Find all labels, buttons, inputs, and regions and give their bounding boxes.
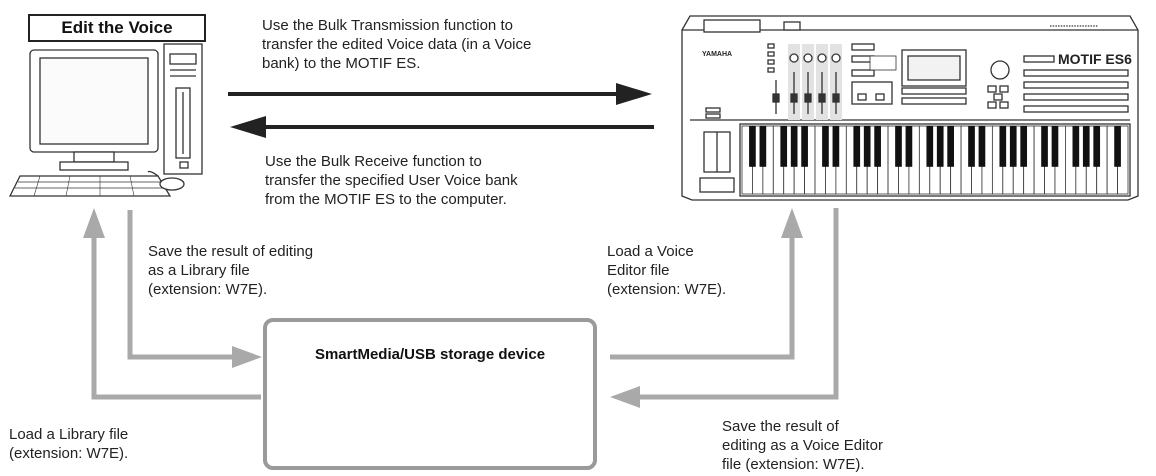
black-key — [895, 126, 902, 167]
black-key — [1020, 126, 1028, 167]
black-key — [863, 126, 871, 167]
svg-text:MOTIF ES6: MOTIF ES6 — [1058, 51, 1132, 67]
black-key — [968, 126, 975, 167]
arrow-bulk-transmission — [228, 83, 652, 105]
black-key — [1009, 126, 1017, 167]
arrow-load-library — [91, 236, 261, 400]
load-editor-label: Load a Voice Editor file (extension: W7E… — [607, 243, 727, 298]
storage-device-title: SmartMedia/USB storage device — [314, 346, 546, 363]
black-key — [947, 126, 954, 167]
black-key — [1082, 126, 1090, 167]
black-key — [1093, 126, 1101, 167]
arrow-save-library — [127, 210, 234, 360]
black-key — [926, 126, 934, 167]
bulk-receive-label: Use the Bulk Receive function to transfe… — [265, 153, 518, 208]
black-key — [790, 126, 798, 167]
storage-device-box: SmartMedia/USB storage device — [263, 318, 597, 470]
black-key — [1041, 126, 1048, 167]
black-key — [822, 126, 829, 167]
black-key — [832, 126, 840, 167]
computer-icon — [8, 43, 203, 197]
black-key — [978, 126, 986, 167]
keyboard-keys — [741, 125, 1129, 195]
black-key — [999, 126, 1007, 167]
black-key — [1072, 126, 1080, 167]
arrow-save-editor — [638, 208, 839, 400]
black-key — [801, 126, 808, 167]
load-library-label: Load a Library file (extension: W7E). — [9, 426, 129, 462]
black-key — [1051, 126, 1059, 167]
black-key — [780, 126, 788, 167]
black-key — [759, 126, 767, 167]
edit-voice-title: Edit the Voice — [28, 14, 206, 42]
black-key — [853, 126, 861, 167]
arrow-load-editor — [610, 236, 795, 360]
black-key — [905, 126, 913, 167]
black-key — [874, 126, 881, 167]
arrow-bulk-receive — [230, 116, 654, 138]
black-key — [936, 126, 944, 167]
bulk-transmission-label: Use the Bulk Transmission function to tr… — [262, 17, 532, 72]
save-editor-label: Save the result of editing as a Voice Ed… — [722, 418, 883, 473]
svg-text:YAMAHA: YAMAHA — [702, 51, 732, 58]
save-library-label: Save the result of editing as a Library … — [148, 243, 314, 298]
black-key — [1114, 126, 1121, 167]
black-key — [749, 126, 756, 167]
